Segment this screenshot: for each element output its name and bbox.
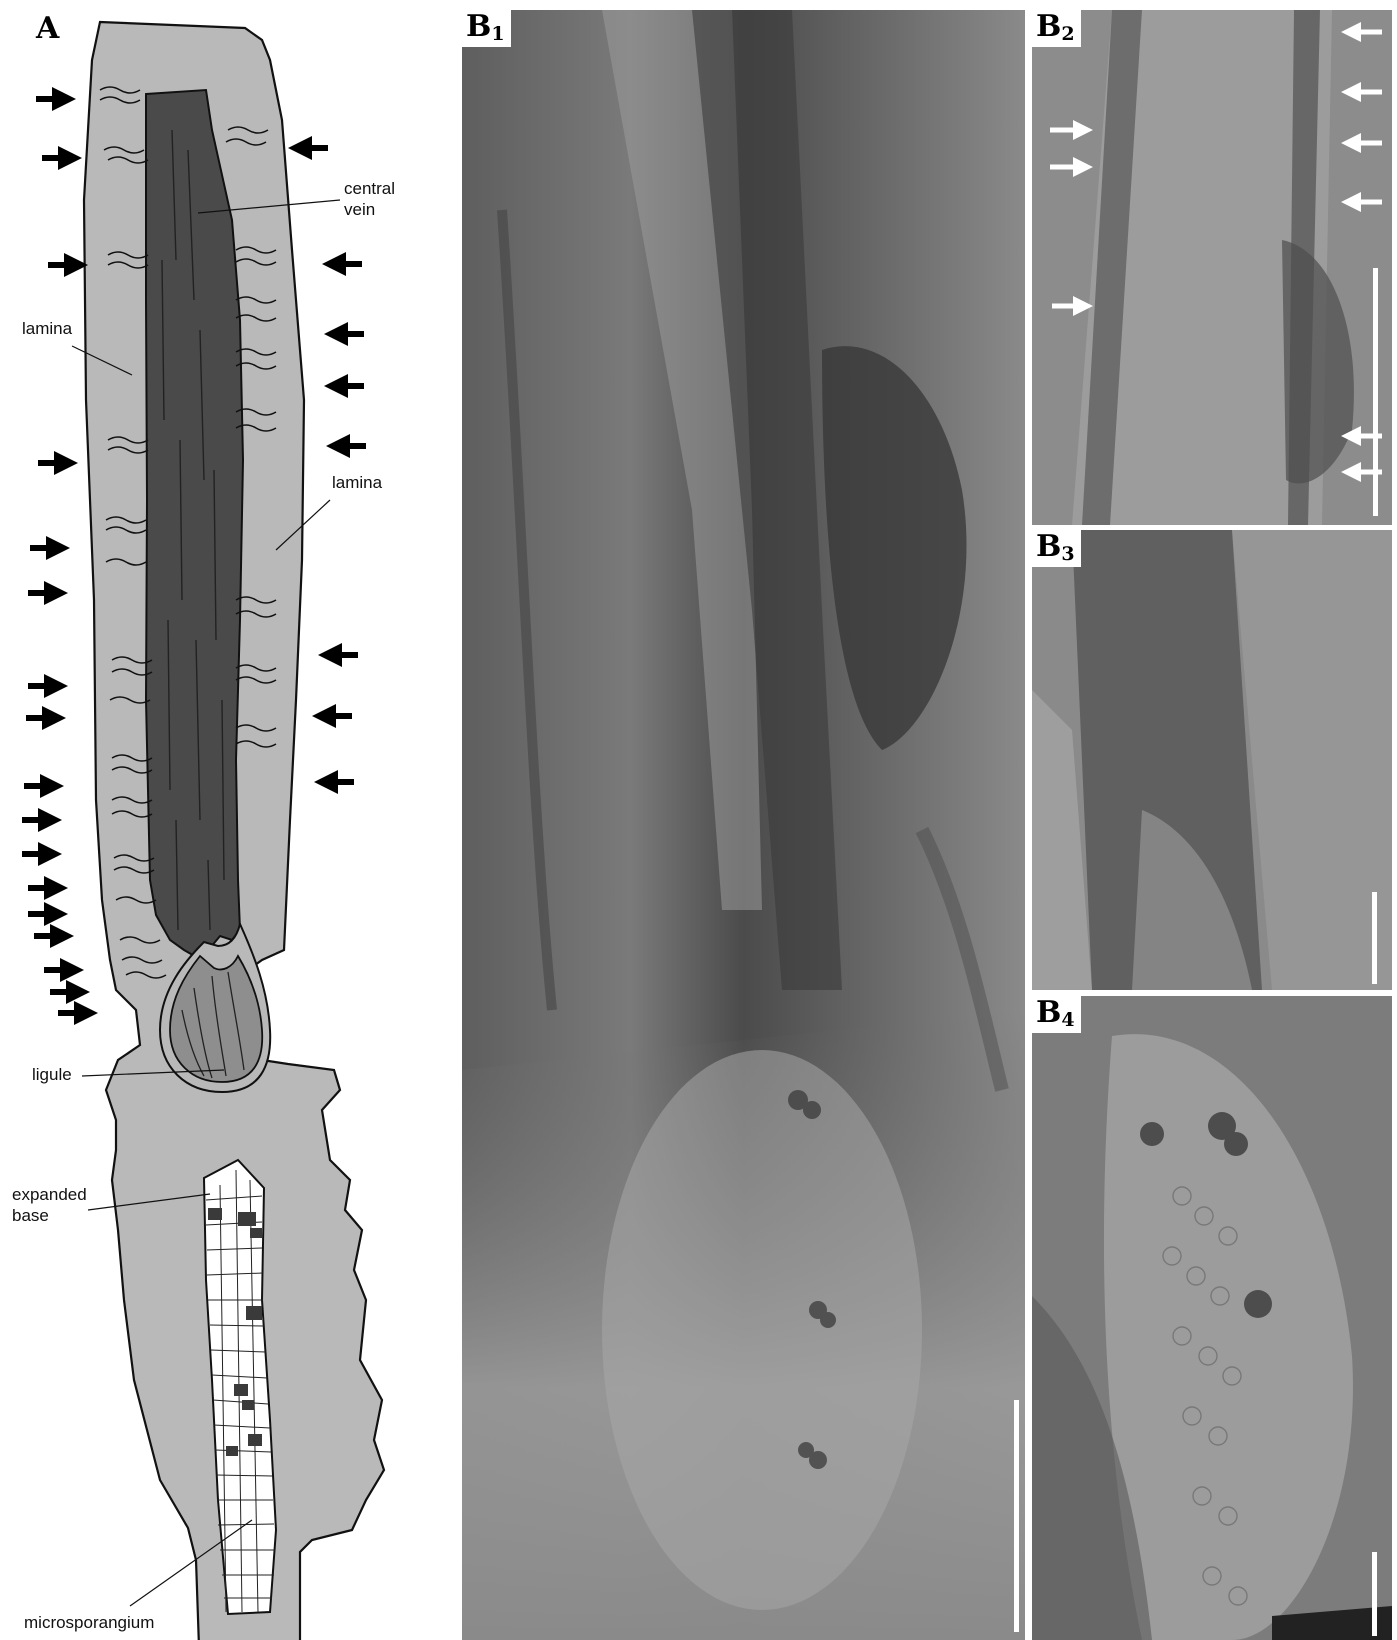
callout-lamina-left: lamina bbox=[22, 318, 72, 339]
panel-label-b2: B2 bbox=[1032, 10, 1081, 47]
central-vein bbox=[146, 90, 243, 958]
photo-b2 bbox=[1032, 10, 1392, 525]
panel-b1-photo: B1 bbox=[462, 10, 1025, 1640]
panel-label-b1: B1 bbox=[462, 10, 511, 47]
panel-label-a: A bbox=[36, 14, 59, 44]
photo-b4 bbox=[1032, 996, 1392, 1640]
panel-label-b3: B3 bbox=[1032, 530, 1081, 567]
callout-central-vein: central vein bbox=[344, 178, 395, 220]
callout-lamina-right: lamina bbox=[332, 472, 382, 493]
photo-b3 bbox=[1032, 530, 1392, 990]
photo-b1 bbox=[462, 10, 1025, 1640]
scale-bar-b4 bbox=[1372, 1552, 1377, 1636]
scale-bar-b2 bbox=[1373, 268, 1378, 516]
panel-a-drawing: A central vein lamina lamina ligule expa… bbox=[0, 0, 450, 1640]
scale-bar-b3 bbox=[1372, 892, 1377, 984]
panel-b4-photo: B4 bbox=[1032, 996, 1392, 1640]
scale-bar-b1 bbox=[1014, 1400, 1019, 1632]
callout-ligule: ligule bbox=[32, 1064, 72, 1085]
panel-b2-photo: B2 bbox=[1032, 10, 1392, 525]
panel-b3-photo: B3 bbox=[1032, 530, 1392, 990]
leaf-drawing bbox=[0, 0, 450, 1640]
callout-expanded-base: expanded base bbox=[12, 1184, 87, 1226]
callout-microsporangium: microsporangium bbox=[24, 1612, 154, 1633]
panel-label-b4: B4 bbox=[1032, 996, 1081, 1033]
